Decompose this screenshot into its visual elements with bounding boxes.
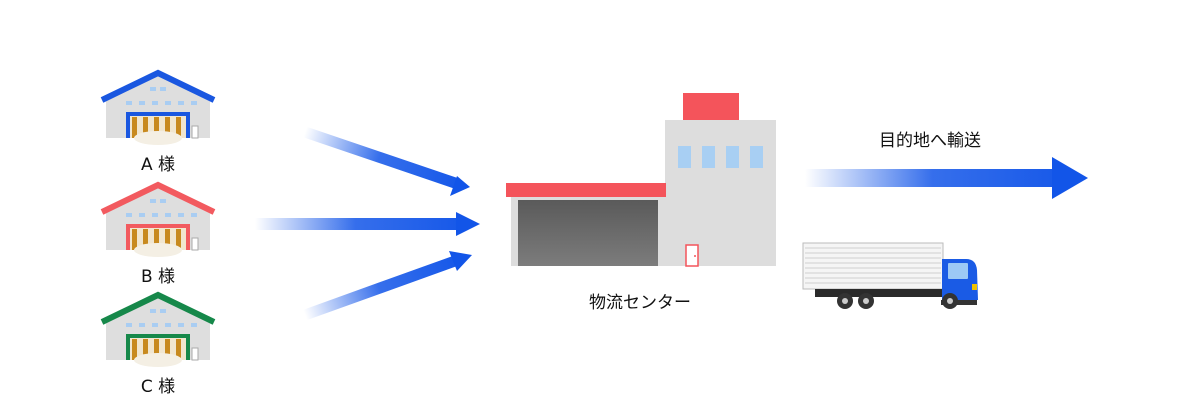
truck-headlight — [972, 284, 977, 290]
warehouse-b-label: B 様 — [140, 267, 176, 287]
warehouse-windows — [126, 87, 197, 105]
center-entrance-door — [685, 244, 699, 267]
warehouse-c-label: C 様 — [140, 377, 176, 397]
arrow-a-to-center — [303, 126, 470, 196]
warehouse-side-door — [191, 347, 199, 361]
truck-wheels — [837, 293, 958, 309]
center-awning — [506, 183, 666, 197]
warehouse-goods — [134, 353, 182, 367]
warehouse-side-door — [191, 237, 199, 251]
warehouse-c — [100, 291, 216, 367]
warehouse-windows — [126, 199, 197, 217]
center-roof-block — [683, 93, 739, 121]
arrow-c-to-center — [303, 251, 472, 321]
center-tower — [665, 120, 776, 266]
warehouse-goods — [134, 131, 182, 145]
truck-bumper — [941, 300, 977, 305]
center-windows — [678, 146, 763, 168]
arrow-b-to-center — [255, 212, 480, 236]
distribution-center — [506, 93, 776, 267]
warehouse-goods — [134, 243, 182, 257]
warehouse-windows — [126, 309, 197, 327]
truck-cargo-box — [802, 242, 944, 290]
warehouse-shelves — [132, 117, 181, 138]
arrow-to-destination — [805, 157, 1088, 199]
destination-label: 目的地へ輸送 — [879, 131, 981, 151]
warehouse-roof — [100, 69, 216, 103]
warehouse-shelves — [132, 229, 181, 250]
warehouse-b — [100, 181, 216, 257]
center-label: 物流センター — [589, 293, 691, 313]
warehouse-a — [100, 69, 216, 145]
warehouse-a-label: A 様 — [140, 155, 176, 175]
truck-cargo-ribs — [805, 247, 941, 284]
warehouse-roof — [100, 291, 216, 325]
warehouse-roof — [100, 181, 216, 215]
truck — [802, 242, 978, 309]
warehouse-shelves — [132, 339, 181, 360]
truck-chassis — [815, 289, 943, 297]
truck-cab-window — [948, 263, 968, 279]
center-shutter-door — [518, 200, 658, 266]
warehouse-side-door — [191, 125, 199, 139]
